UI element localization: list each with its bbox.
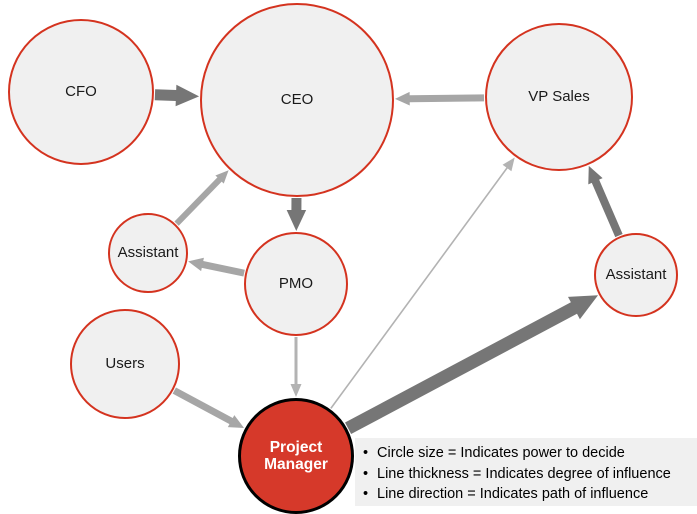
legend-list: Circle size = Indicates power to decideL…	[361, 443, 697, 505]
legend-item-2: Line thickness = Indicates degree of inf…	[361, 464, 697, 485]
node-label: Users	[105, 354, 145, 372]
legend-item-3: Line direction = Indicates path of influ…	[361, 484, 697, 505]
edge-pmo-assistant1	[188, 257, 245, 277]
node-assistant1[interactable]: Assistant	[108, 213, 188, 293]
edge-assistant1-ceo	[174, 170, 229, 226]
edge-assistant2-vpsales	[588, 165, 623, 238]
node-cfo[interactable]: CFO	[8, 19, 154, 165]
edge-pmo-pm	[290, 337, 302, 397]
node-assistant2[interactable]: Assistant	[594, 233, 678, 317]
node-ceo[interactable]: CEO	[200, 3, 394, 197]
legend-box: Circle size = Indicates power to decideL…	[355, 438, 697, 506]
edge-pm-assistant2	[345, 295, 599, 435]
legend-item-1: Circle size = Indicates power to decide	[361, 443, 697, 464]
node-label: VP Sales	[528, 87, 590, 105]
node-label: CEO	[280, 90, 314, 108]
node-label: Assistant	[605, 265, 667, 283]
edge-pm-vpsales	[330, 157, 515, 409]
node-label: CFO	[65, 82, 97, 100]
edge-users-pm	[172, 387, 245, 429]
node-users[interactable]: Users	[70, 309, 180, 419]
node-vpsales[interactable]: VP Sales	[485, 23, 633, 171]
edge-vpsales-ceo	[394, 91, 485, 106]
node-pmo[interactable]: PMO	[244, 232, 348, 336]
node-label: PMO	[278, 274, 314, 292]
node-label: Assistant	[117, 243, 179, 261]
edge-cfo-ceo	[154, 84, 200, 107]
edge-ceo-pmo	[286, 197, 307, 231]
